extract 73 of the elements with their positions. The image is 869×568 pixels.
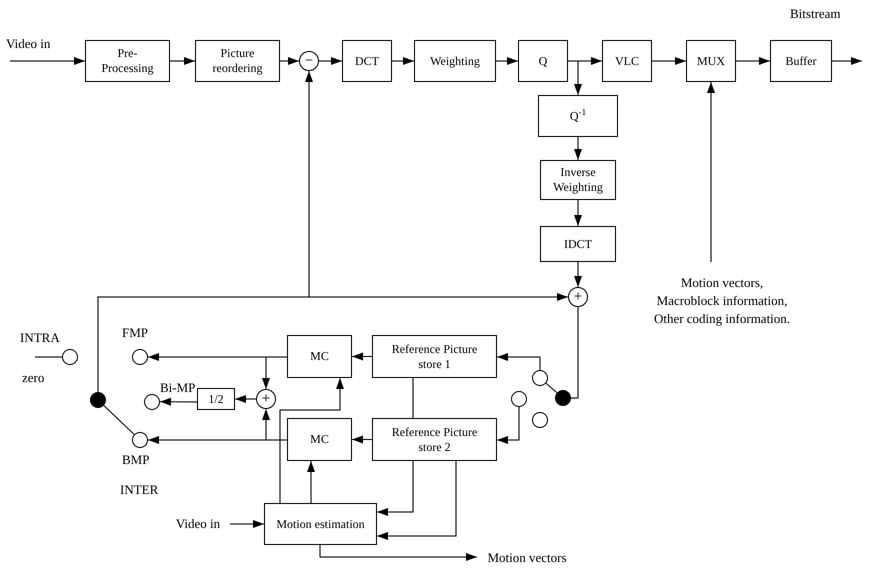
switch-position-label: INTER [120, 482, 158, 498]
input-label: Video in [6, 36, 50, 52]
summing-junction: + [256, 389, 276, 409]
connector-line [34, 356, 62, 358]
arrow [392, 57, 414, 65]
process-box: Q$^{-1}$ [538, 95, 618, 137]
process-box: MC [287, 335, 352, 378]
arrow [736, 57, 770, 65]
arrow [280, 378, 344, 504]
connector-line [570, 306, 578, 398]
arrow [574, 136, 582, 160]
process-box: Inverse Weighting [540, 160, 616, 200]
arrow [234, 395, 256, 403]
process-box: MC [287, 418, 352, 461]
arrow [352, 436, 372, 444]
output-label: Bitstream [790, 6, 841, 22]
process-box: Picture reordering [195, 40, 280, 82]
switch-contact [532, 370, 548, 386]
arrow [10, 57, 86, 65]
arrow [574, 262, 582, 288]
arrow [160, 398, 198, 406]
connector-line [546, 382, 558, 394]
arrow [170, 57, 196, 65]
process-box: IDCT [540, 226, 616, 262]
arrow [707, 82, 715, 262]
process-box: VLC [602, 40, 652, 82]
arrow [496, 57, 518, 65]
arrow [352, 352, 372, 360]
signal-label: Motion vectors [477, 549, 577, 566]
switch-contact [62, 349, 78, 365]
connector-line [103, 405, 135, 435]
process-box: Pre-Processing [85, 40, 170, 82]
switch-contact [511, 391, 527, 407]
contact-label: BMP [122, 452, 150, 468]
arrow [832, 57, 862, 65]
arrow [376, 460, 414, 516]
arrow [280, 57, 300, 65]
process-box: DCT [342, 40, 392, 82]
arrow [230, 520, 264, 528]
summing-junction: + [568, 287, 588, 307]
arrow [318, 57, 342, 65]
arrow [568, 60, 582, 96]
process-box: Reference Picture store 1 [372, 335, 497, 378]
arrow [262, 356, 288, 390]
arrow [496, 406, 520, 444]
signal-label: Video in [166, 513, 230, 535]
arrow [262, 408, 288, 440]
signal-label: Motion vectors, Macroblock information, Other coding information. [652, 262, 792, 340]
contact-label: FMP [122, 325, 148, 341]
arrow [307, 460, 315, 504]
switch-contact [132, 349, 148, 365]
arrow [320, 544, 478, 561]
switch-position-label: INTRA [20, 330, 60, 346]
arrow [652, 57, 686, 65]
process-box: Motion estimation [264, 503, 377, 545]
switch-contact [532, 412, 548, 428]
switch-contact [132, 432, 148, 448]
process-box: MUX [686, 40, 736, 82]
arrow [496, 353, 540, 370]
arrow [574, 200, 582, 226]
connector-line [412, 378, 414, 418]
process-box: Weighting [414, 40, 496, 82]
process-box: Reference Picture store 2 [372, 418, 497, 461]
contact-label: zero [22, 370, 44, 386]
process-box: Q [518, 40, 568, 82]
process-box: 1/2 [197, 388, 235, 410]
contact-label: Bi-MP [160, 380, 196, 396]
switch-pivot [555, 390, 571, 406]
switch-pivot [90, 392, 106, 408]
switch-contact [144, 394, 160, 410]
process-box: Buffer [770, 40, 832, 82]
summing-junction: − [299, 51, 319, 71]
arrow [376, 460, 456, 540]
